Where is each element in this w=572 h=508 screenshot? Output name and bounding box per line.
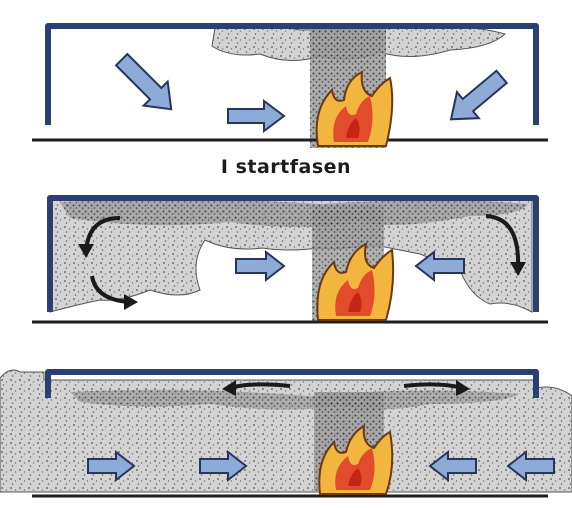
panel-2 (32, 198, 548, 322)
panel-1 (32, 24, 548, 148)
smoke-layer (0, 370, 572, 492)
phase-caption: I startfasen (0, 156, 572, 178)
air-flow-arrow-icon (228, 101, 284, 131)
air-flow-arrow-icon (440, 64, 512, 132)
air-flow-arrow-icon (110, 48, 184, 122)
air-flow-arrow-icon (236, 252, 284, 280)
panel-3 (0, 370, 572, 496)
